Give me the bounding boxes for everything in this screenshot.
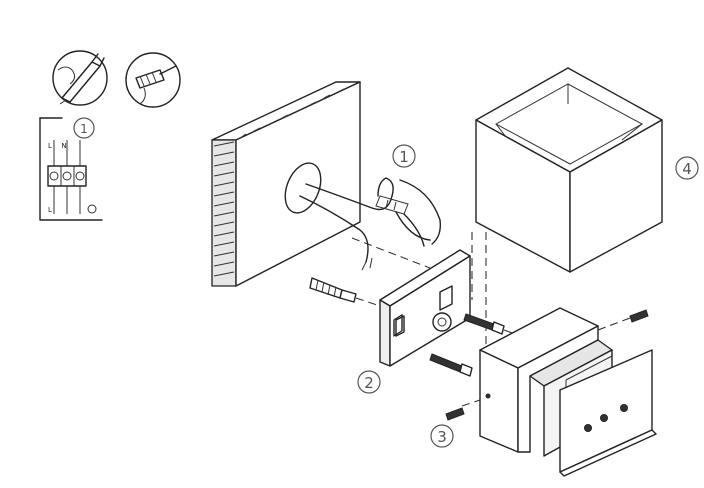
screwdriver-terminal-icon	[125, 52, 181, 108]
callout-cover-label: 4	[682, 160, 692, 178]
callout-bracket-label: 2	[364, 374, 374, 392]
lamp-body-screw-hole	[485, 393, 491, 399]
wire-stripping-icon	[52, 50, 108, 106]
callout-wiring	[73, 117, 95, 139]
cover-box	[475, 67, 663, 273]
wall-plug	[309, 277, 357, 303]
callout-bracket	[357, 370, 381, 394]
grub-screw-left	[445, 407, 465, 421]
wall-slab	[211, 81, 361, 287]
terminal-label-neutral: N	[61, 142, 66, 150]
callout-screw-label: 3	[437, 428, 447, 446]
bracket-center-hole	[432, 312, 452, 332]
callout-cable-label: 1	[399, 148, 409, 166]
terminal-label-live: L	[48, 142, 52, 150]
earth-symbol-icon	[87, 204, 97, 214]
front-led-icon	[600, 414, 608, 422]
supply-cable	[299, 177, 442, 271]
mounting-bracket	[379, 249, 471, 367]
wall-cable-hole	[284, 162, 322, 214]
front-screw-icon	[584, 424, 592, 432]
grub-screw-right	[629, 309, 649, 323]
terminal-label-live-out: L	[48, 206, 52, 214]
front-screw-icon-2	[620, 404, 628, 412]
callout-screw	[430, 424, 454, 448]
bracket-screw-bottom	[429, 353, 473, 377]
callout-cover	[675, 156, 699, 180]
callout-wiring-label: 1	[80, 122, 88, 136]
lamp-body	[479, 307, 657, 477]
terminal-block	[47, 165, 87, 187]
terminal-block-inset: 1 L N L	[39, 117, 103, 221]
bracket-screw-top	[463, 313, 505, 335]
callout-cable	[392, 144, 416, 168]
